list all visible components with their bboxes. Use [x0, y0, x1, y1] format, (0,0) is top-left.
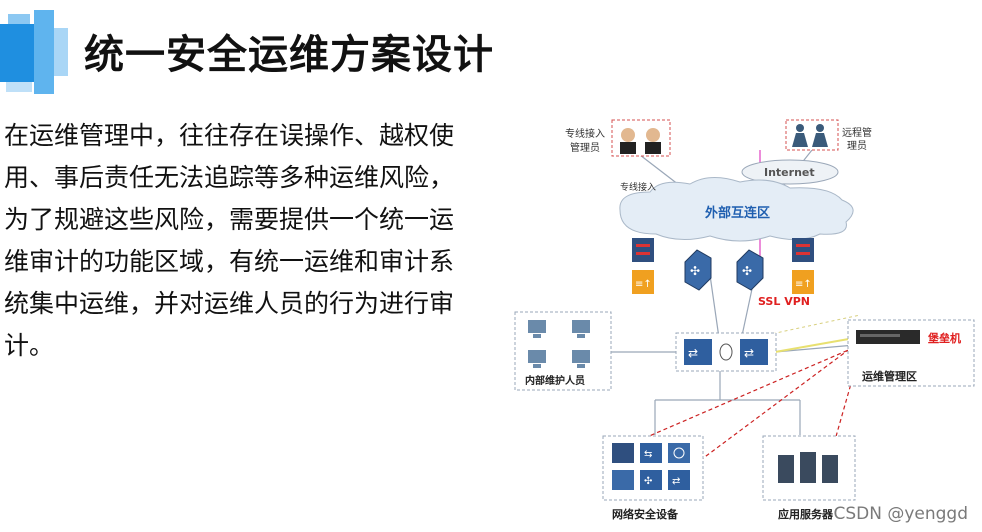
server-icon	[778, 452, 838, 483]
security-device-icon: ⇆ ✣ ⇄	[612, 443, 690, 490]
csdn-watermark: CSDN @yenggd	[833, 504, 968, 524]
core-switch-icon: ⇄ ⇄	[684, 339, 768, 365]
remote-admin-icon	[792, 124, 828, 147]
admin-person-icon	[620, 128, 661, 154]
svg-text:⇄: ⇄	[744, 346, 754, 360]
ids-device-icon: ≡↑	[632, 270, 654, 294]
svg-text:✣: ✣	[644, 476, 652, 487]
ssl-vpn-label: SSL VPN	[758, 295, 810, 308]
app-servers-label: 应用服务器	[778, 507, 834, 521]
external-zone-label: 外部互连区	[704, 205, 770, 221]
svg-text:≡↑: ≡↑	[795, 279, 812, 290]
svg-text:✣: ✣	[690, 264, 700, 278]
bastion-line	[774, 336, 861, 353]
paragraph-line: 统集中运维，并对运维人员的行为进行审	[4, 289, 455, 318]
svg-text:⇄: ⇄	[688, 346, 698, 360]
paragraph-line: 用、事后责任无法追踪等多种运维风险，	[4, 163, 455, 192]
bastion-host-icon	[856, 330, 920, 344]
dedicated-access-label: 专线接入	[620, 181, 656, 193]
internet-cloud-icon	[741, 159, 839, 185]
internal-staff-label: 内部维护人员	[525, 374, 585, 387]
network-diagram: 专线接入 管理员 远程管 理员 Internet 专线接入 外部互连区 ≡↑ ✣…	[514, 119, 975, 521]
ops-zone-label: 运维管理区	[862, 369, 917, 383]
page-title: 统一安全运维方案设计	[84, 32, 494, 78]
external-zone-cloud-icon	[619, 177, 854, 242]
description-paragraph: 在运维管理中，往往存在误操作、越权使 用、事后责任无法追踪等多种运维风险， 为了…	[4, 115, 494, 367]
firewall-icon	[632, 238, 654, 262]
dedicated-admin-label: 专线接入	[565, 127, 605, 140]
router-icon-2: ✣	[736, 249, 764, 291]
paragraph-line: 在运维管理中，往往存在误操作、越权使	[4, 121, 455, 150]
workstation-icon	[528, 320, 590, 368]
svg-text:⇆: ⇆	[644, 449, 652, 460]
firewall-icon-2	[792, 238, 814, 262]
vpn-device-icon: ≡↑	[792, 270, 814, 294]
svg-text:⇄: ⇄	[672, 476, 680, 487]
router-icon: ✣	[684, 249, 712, 291]
security-devices-label: 网络安全设备	[612, 507, 679, 521]
svg-text:≡↑: ≡↑	[635, 279, 652, 290]
paragraph-line: 计。	[4, 331, 55, 360]
remote-admin-label: 远程管	[842, 126, 872, 139]
title-decoration	[0, 10, 70, 94]
svg-text:✣: ✣	[742, 264, 752, 278]
remote-admin-label-2: 理员	[847, 140, 867, 152]
paragraph-line: 维审计的功能区域，有统一运维和审计系	[4, 247, 455, 276]
dedicated-admin-label-2: 管理员	[570, 141, 600, 154]
internet-label: Internet	[764, 166, 815, 179]
paragraph-line: 为了规避这些风险，需要提供一个统一运	[4, 205, 455, 234]
bastion-label: 堡垒机	[928, 331, 961, 345]
